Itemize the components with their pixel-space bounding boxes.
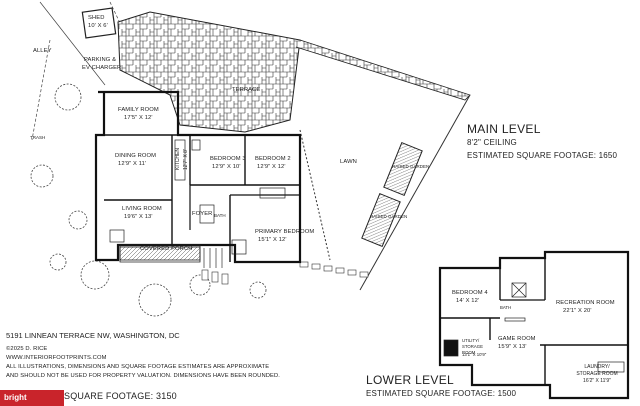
- property-line: [299, 94, 471, 291]
- lawn-label: LAWN: [340, 159, 357, 165]
- room-bedroom3-name: BEDROOM 3: [210, 156, 246, 162]
- stepping-stones: [201, 261, 369, 285]
- room-bedroom2-dim: 12'9" X 12': [257, 164, 286, 170]
- footer-website: WWW.INTERIORFOOTPRINTS.COM: [6, 355, 107, 361]
- room-family-dim: 17'5" X 12': [124, 115, 153, 121]
- lower-level-sqft: ESTIMATED SQUARE FOOTAGE: 1500: [366, 389, 517, 398]
- room-bedroom4-dim: 14' X 12': [456, 298, 480, 304]
- raised-garden-label-2: RAISED GARDEN: [370, 214, 408, 219]
- room-family-name: FAMILY ROOM: [118, 107, 159, 113]
- room-bedroom4-name: BEDROOM 4: [452, 290, 488, 296]
- main-level-sqft: ESTIMATED SQUARE FOOTAGE: 1650: [467, 151, 618, 160]
- room-primary-dim: 15'1" X 12': [258, 237, 287, 243]
- trees: [30, 83, 267, 317]
- lower-level-title: LOWER LEVEL: [366, 373, 454, 387]
- lower-level-walls: [438, 250, 630, 400]
- room-recreation-name: RECREATION ROOM: [556, 300, 615, 306]
- room-foyer-name: FOYER: [192, 211, 213, 217]
- room-laundry-name: LAUNDRY/ STORAGE ROOM: [576, 364, 618, 377]
- shed-dimension: 10' X 6': [88, 23, 108, 29]
- footer-copyright: ©2025 D. RICE: [6, 346, 48, 352]
- parking-label-line1: PARKING &: [84, 57, 117, 63]
- room-bedroom3-dim: 12'9" X 10': [212, 164, 241, 170]
- footer-disclaimer-1: ALL ILLUSTRATIONS, DIMENSIONS AND SQUARE…: [6, 364, 270, 370]
- main-level-walls: [94, 90, 302, 264]
- room-living-dim: 19'6" X 13': [124, 214, 153, 220]
- room-kitchen-name: KITCHEN: [175, 148, 181, 170]
- lower-level-fixtures: [443, 282, 625, 373]
- terrace-label: TERRACE: [232, 87, 261, 93]
- raised-garden-label: RAISED GARDEN: [392, 164, 430, 169]
- room-laundry-dim: 16'2" X 11'9": [583, 378, 611, 384]
- room-utility-dim: 13'1" X 10'9": [462, 352, 487, 357]
- trash-label: TRASH: [30, 135, 46, 140]
- shed: [81, 7, 117, 39]
- room-recreation-dim: 22'1" X 20': [563, 308, 592, 314]
- room-bedroom2-name: BEDROOM 2: [255, 156, 291, 162]
- room-bath-name: BATH: [214, 213, 226, 218]
- terrace-paving: [117, 11, 471, 133]
- site-boundaries: [31, 1, 141, 141]
- footer-total-sqft: SQUARE FOOTAGE: 3150: [64, 391, 177, 401]
- alley-label: ALLEY: [33, 48, 52, 54]
- footer-address: 5191 LINNEAN TERRACE NW, WASHINGTON, DC: [6, 331, 180, 340]
- room-primary-name: PRIMARY BEDROOM: [255, 229, 315, 235]
- room-living-name: LIVING ROOM: [122, 206, 162, 212]
- covered-porch: [119, 246, 201, 261]
- main-level-title: MAIN LEVEL: [467, 122, 541, 136]
- room-game-name: GAME ROOM: [498, 336, 536, 342]
- brand-logo: bright: [0, 390, 64, 406]
- parking-label-line2: EV CHARGER: [82, 65, 122, 71]
- main-level-ceiling: 8'2" CEILING: [467, 138, 517, 147]
- room-dining-name: DINING ROOM: [115, 153, 157, 159]
- room-lower-bath-name: BATH: [500, 305, 512, 310]
- room-kitchen-dim: 12'7" X 8': [183, 149, 189, 170]
- room-game-dim: 15'9" X 13': [498, 344, 527, 350]
- room-utility-name: UTILITY/ STORAGE ROOM: [462, 338, 483, 355]
- shed-label: SHED: [88, 15, 105, 21]
- covered-porch-label: COVERED PORCH: [140, 246, 193, 252]
- room-dining-dim: 12'9" X 11': [118, 161, 147, 167]
- footer-disclaimer-2: AND SHOULD NOT BE USED FOR PROPERTY VALU…: [6, 373, 280, 379]
- raised-gardens: [361, 141, 423, 248]
